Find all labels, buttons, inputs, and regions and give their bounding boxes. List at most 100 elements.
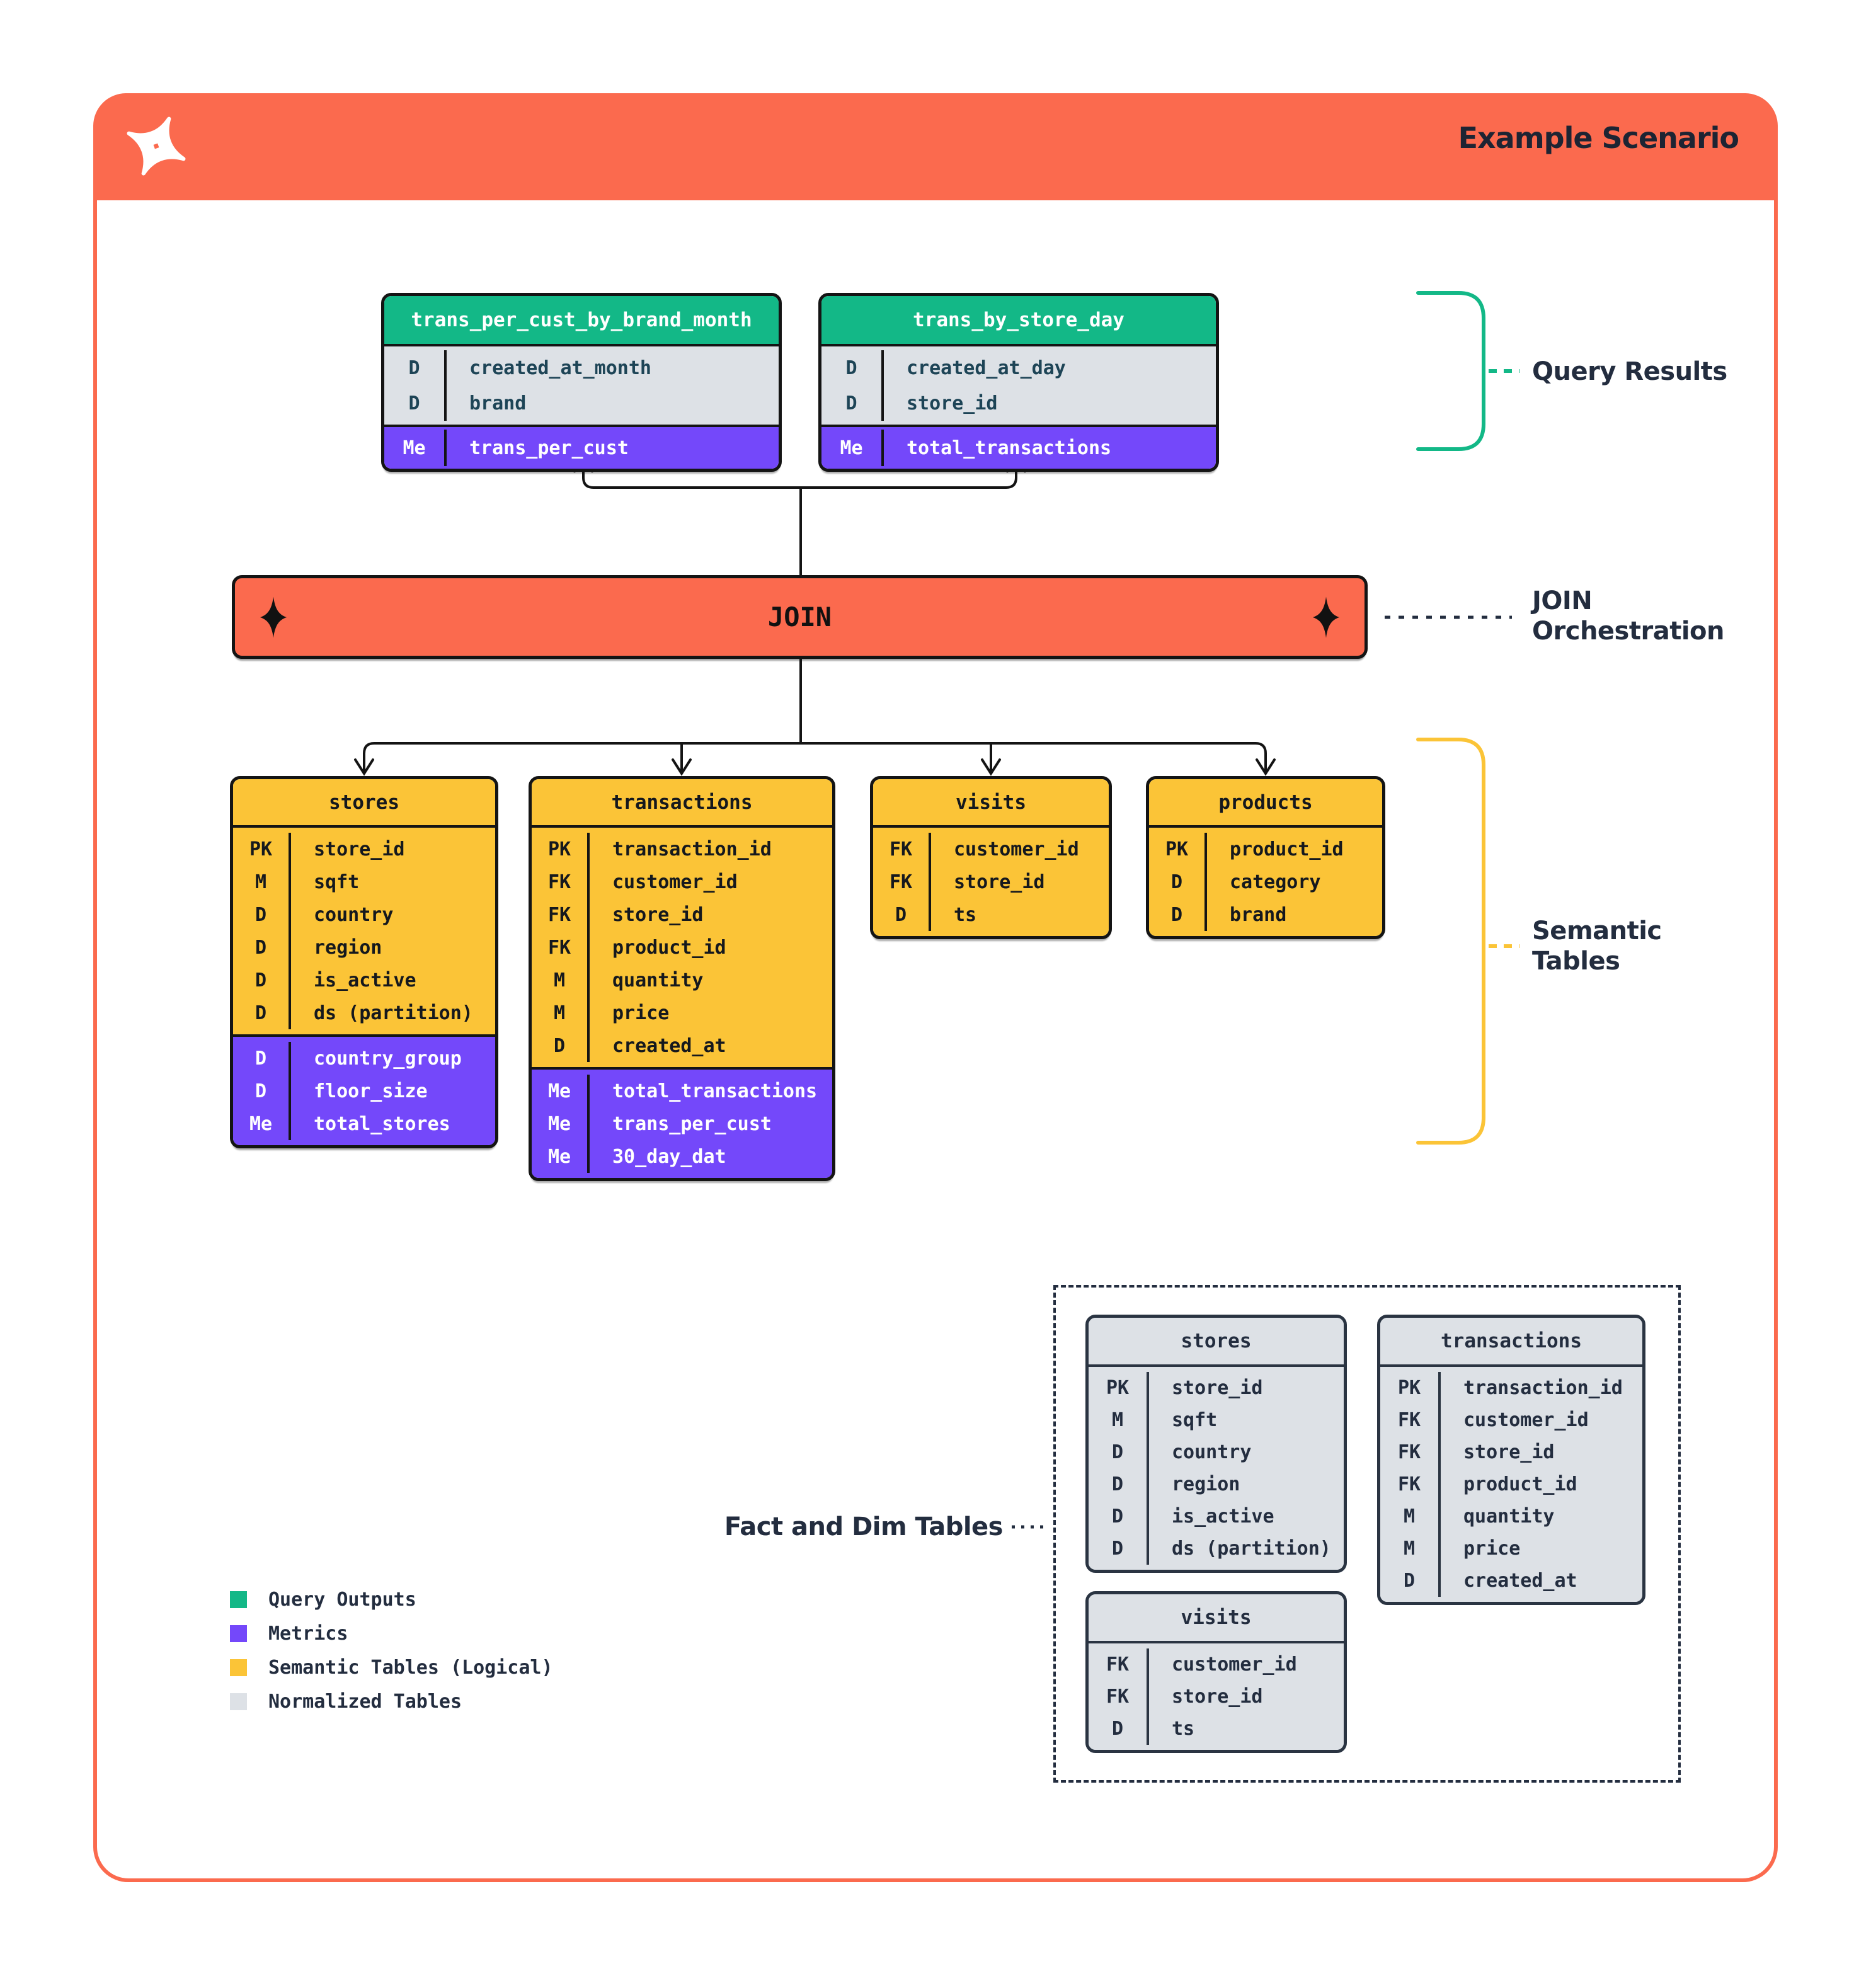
table-title: transactions [1380, 1318, 1642, 1367]
key-cell: D [873, 898, 931, 931]
field-name-cell: product_id [612, 936, 726, 959]
green-swatch-icon [230, 1591, 247, 1608]
field-name-cell: brand [469, 392, 527, 414]
key-cell: PK [532, 833, 590, 865]
legend-item-metrics: Metrics [230, 1616, 553, 1650]
gray-swatch-icon [230, 1693, 247, 1710]
field-name-cell: is_active [314, 969, 416, 991]
table-row: Me trans_per_cust [384, 430, 779, 466]
key-cell: D [233, 898, 291, 931]
field-name-cell: created_at_day [907, 357, 1066, 379]
field-name-cell: sqft [1172, 1409, 1218, 1431]
table-row: Me 30_day_dat [532, 1140, 832, 1173]
field-name-cell: total_transactions [612, 1080, 818, 1102]
field-name-cell: ts [1172, 1718, 1195, 1740]
key-cell: PK [1380, 1372, 1441, 1404]
table-row: FK product_id [532, 931, 832, 964]
table-title: stores [1089, 1318, 1344, 1367]
key-cell: FK [532, 931, 590, 964]
join-orchestration-line2: Orchestration [1532, 617, 1724, 646]
key-cell: FK [1089, 1681, 1149, 1713]
key-cell: D [1380, 1565, 1441, 1597]
key-cell: Me [532, 1107, 590, 1140]
field-name-cell: 30_day_dat [612, 1145, 726, 1168]
table-title: products [1149, 779, 1382, 828]
field-name-cell: ts [954, 903, 977, 926]
table-title: visits [1089, 1594, 1344, 1643]
sparkle-icon [1312, 596, 1340, 638]
field-name-cell: total_transactions [907, 437, 1112, 459]
key-cell: D [532, 1029, 590, 1062]
field-name-cell: customer_id [612, 871, 738, 893]
field-name-cell: quantity [1463, 1505, 1555, 1528]
field-name-cell: trans_per_cust [469, 437, 629, 459]
key-cell: FK [873, 865, 931, 898]
field-name-cell: created_at [612, 1034, 726, 1057]
field-name-cell: ds (partition) [1172, 1538, 1331, 1560]
fact-dim-dashed-box [1053, 1285, 1681, 1783]
key-cell: M [532, 997, 590, 1029]
field-name-cell: created_at_month [469, 357, 651, 379]
key-cell: FK [1380, 1436, 1441, 1468]
field-name-cell: customer_id [954, 838, 1079, 860]
field-name-cell: price [612, 1002, 670, 1024]
table-title: trans_by_store_day [821, 296, 1216, 346]
sparkle-icon [260, 596, 287, 638]
field-name-cell: product_id [1230, 838, 1344, 860]
field-name-cell: store_id [314, 838, 405, 860]
table-title: visits [873, 779, 1109, 828]
field-name-cell: product_id [1463, 1473, 1577, 1495]
key-cell: Me [384, 430, 447, 466]
key-cell: FK [1380, 1404, 1441, 1436]
field-name-cell: region [314, 936, 382, 959]
key-cell: FK [1380, 1468, 1441, 1500]
key-cell: D [1089, 1468, 1149, 1500]
key-cell: D [821, 350, 884, 386]
table-title: stores [233, 779, 495, 828]
yellow-swatch-icon [230, 1659, 247, 1676]
key-cell: D [384, 350, 447, 386]
field-name-cell: brand [1230, 903, 1287, 926]
field-name-cell: country [1172, 1441, 1252, 1463]
field-name-cell: category [1230, 871, 1321, 893]
field-name-cell: created_at [1463, 1570, 1577, 1592]
fact-dim-label: Fact and Dim Tables [724, 1512, 1004, 1541]
legend-label: Semantic Tables (Logical) [268, 1656, 553, 1679]
key-cell: Me [532, 1140, 590, 1173]
legend-item-semantic-tables: Semantic Tables (Logical) [230, 1650, 553, 1684]
field-name-cell: store_id [1463, 1441, 1555, 1463]
